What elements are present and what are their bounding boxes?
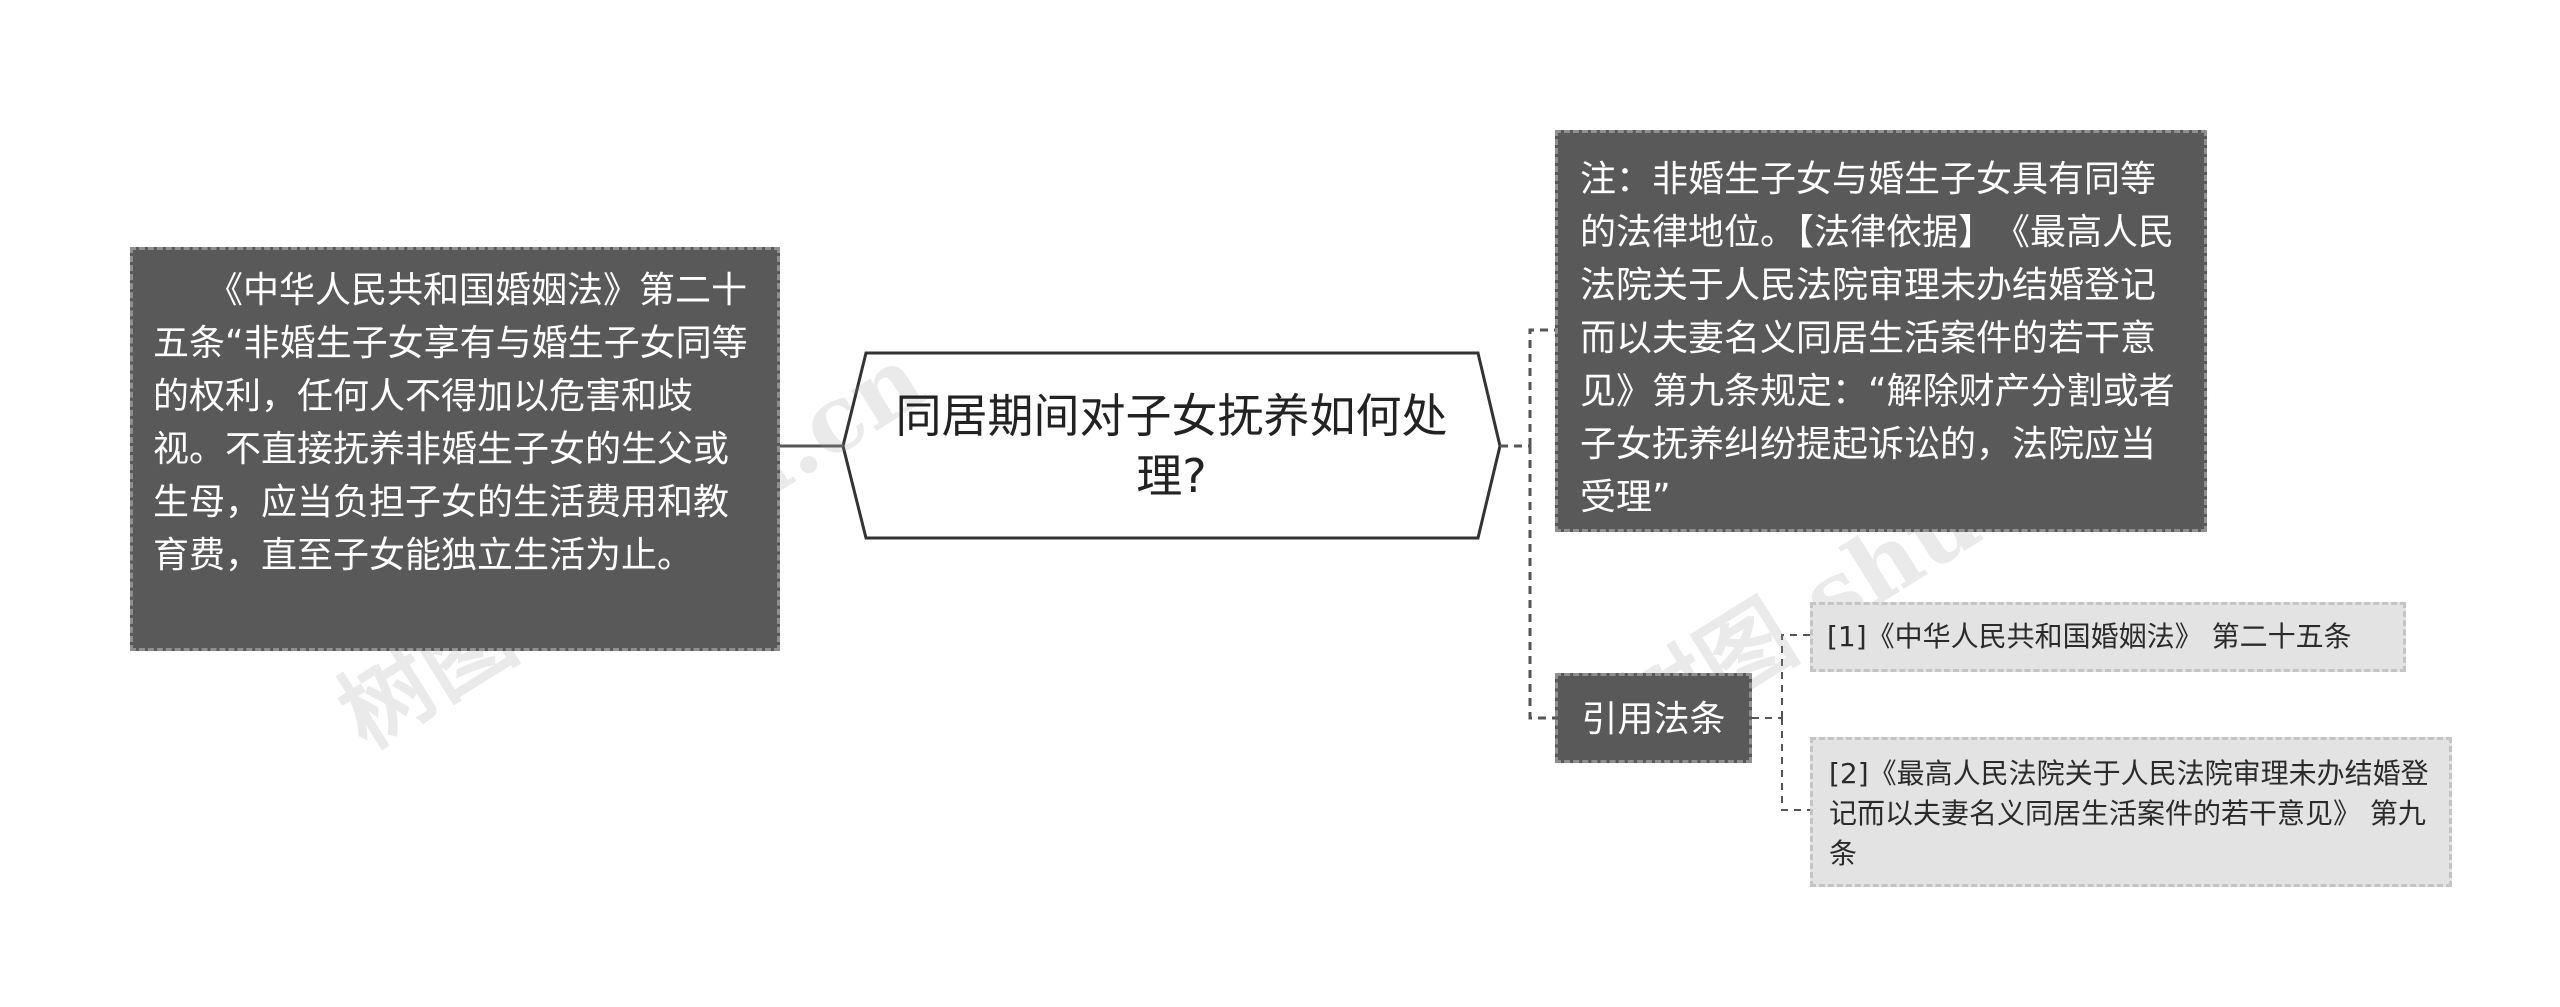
citation-item[interactable]: [2]《最高人民法院关于人民法院审理未办结婚登记而以夫妻名义同居生活案件的若干意…: [1810, 737, 2452, 887]
center-node-label: 同居期间对子女抚养如何处理?: [895, 388, 1448, 503]
citation-node[interactable]: 引用法条: [1555, 673, 1752, 763]
citation-item-text: [2]《最高人民法院关于人民法院审理未办结婚登记而以夫妻名义同居生活案件的若干意…: [1829, 757, 2429, 870]
center-node[interactable]: 同居期间对子女抚养如何处理?: [843, 353, 1500, 538]
note-text: 注：非婚生子女与婚生子女具有同等的法律地位。【法律依据】 《最高人民法院关于人民…: [1580, 159, 2175, 518]
left-explanation-text: 《中华人民共和国婚姻法》第二十五条“非婚生子女享有与婚生子女同等的权利，任何人不…: [153, 270, 748, 576]
citation-item[interactable]: [1]《中华人民共和国婚姻法》 第二十五条: [1810, 602, 2406, 672]
left-explanation-node[interactable]: 《中华人民共和国婚姻法》第二十五条“非婚生子女享有与婚生子女同等的权利，任何人不…: [130, 247, 780, 651]
connector-right-branches: [1528, 328, 1555, 720]
citation-item-text: [1]《中华人民共和国婚姻法》 第二十五条: [1827, 620, 2352, 653]
citation-label: 引用法条: [1581, 699, 1726, 740]
connector-citation-branches: [1781, 634, 1810, 811]
note-node[interactable]: 注：非婚生子女与婚生子女具有同等的法律地位。【法律依据】 《最高人民法院关于人民…: [1555, 130, 2207, 532]
